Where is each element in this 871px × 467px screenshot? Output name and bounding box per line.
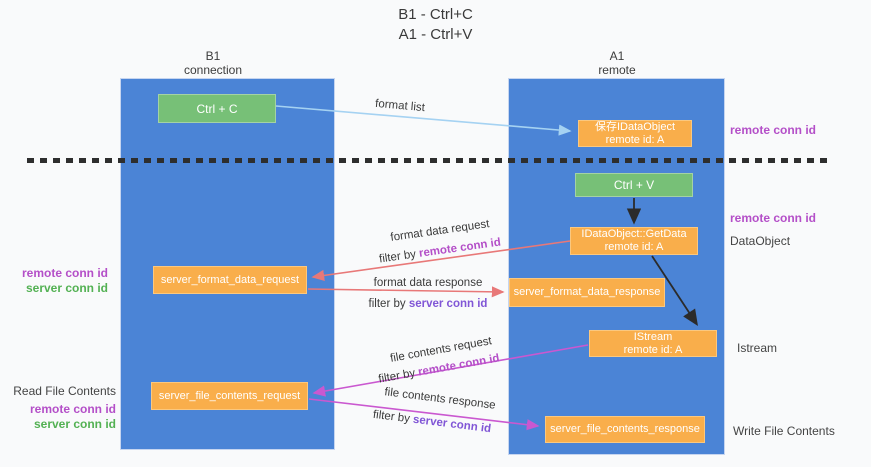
server-file-contents-response-box: server_file_contents_response [545, 416, 705, 443]
diagram-title-line2: A1 - Ctrl+V [398, 26, 473, 43]
getdata-line1: IDataObject::GetData [581, 228, 687, 240]
right-remote-conn-id-top: remote conn id [730, 123, 817, 137]
server-conn-id-key-1: server conn id [408, 298, 488, 310]
write-file-contents-note: Write File Contents [733, 424, 835, 438]
filter-prefix-1: filter by [378, 247, 420, 266]
read-server-conn-id: server conn id [33, 417, 116, 431]
read-file-contents-label: Read File Contents [13, 384, 116, 398]
lifeline-header-right: A1 remote [547, 49, 687, 77]
read-remote-conn-id: remote conn id [29, 402, 116, 416]
lifeline-left-name: B1 [205, 49, 221, 63]
lifeline-header-left: B1 connection [143, 49, 283, 77]
save-idataobject-line2: remote id: A [605, 133, 665, 146]
phase-separator-dashed-line [27, 158, 833, 163]
filter-prefix-2: filter by [368, 298, 409, 310]
save-idataobject-box: 保存IDataObject remote id: A [578, 120, 692, 147]
diagram-title-line1: B1 - Ctrl+C [398, 6, 473, 23]
server-conn-id-key-2: server conn id [412, 413, 492, 436]
ctrl-v-box: Ctrl + V [575, 173, 693, 197]
getdata-line2: remote id: A [604, 241, 664, 253]
read-file-contents-legend: Read File Contents remote conn id server… [8, 384, 116, 432]
dataobject-note: DataObject [730, 234, 791, 248]
server-format-data-request-box: server_format_data_request [153, 266, 307, 294]
istream-box: IStream remote id: A [589, 330, 717, 357]
label-format-data-response: format data response [373, 277, 483, 289]
label-format-list: format list [374, 97, 426, 115]
remote-conn-id-key-1: remote conn id [418, 236, 502, 260]
left-conn-id-legend: remote conn id server conn id [8, 266, 108, 296]
left-remote-conn-id: remote conn id [21, 266, 108, 280]
save-idataobject-line1: 保存IDataObject [594, 120, 676, 133]
right-remote-conn-id-mid: remote conn id [730, 211, 817, 225]
lifeline-right-role: remote [598, 63, 636, 77]
istream-line2: remote id: A [623, 343, 683, 356]
left-server-conn-id: server conn id [25, 281, 108, 295]
istream-line1: IStream [633, 330, 673, 343]
label-filter-server-1: filter by server conn id [369, 298, 488, 310]
filter-prefix-4: filter by [372, 408, 414, 426]
istream-note: Istream [737, 341, 778, 355]
arrow-format-data-response [307, 286, 505, 298]
server-format-data-response-box: server_format_data_response [509, 278, 665, 307]
label-file-contents-response: file contents response [383, 386, 497, 412]
server-file-contents-request-box: server_file_contents_request [151, 382, 308, 410]
filter-prefix-3: filter by [377, 366, 420, 386]
lifeline-right-name: A1 [609, 49, 625, 63]
lifeline-left-role: connection [183, 63, 243, 77]
ctrl-c-box: Ctrl + C [158, 94, 276, 123]
idataobject-getdata-box: IDataObject::GetData remote id: A [570, 227, 698, 255]
label-filter-server-2: filter by server conn id [372, 409, 491, 435]
